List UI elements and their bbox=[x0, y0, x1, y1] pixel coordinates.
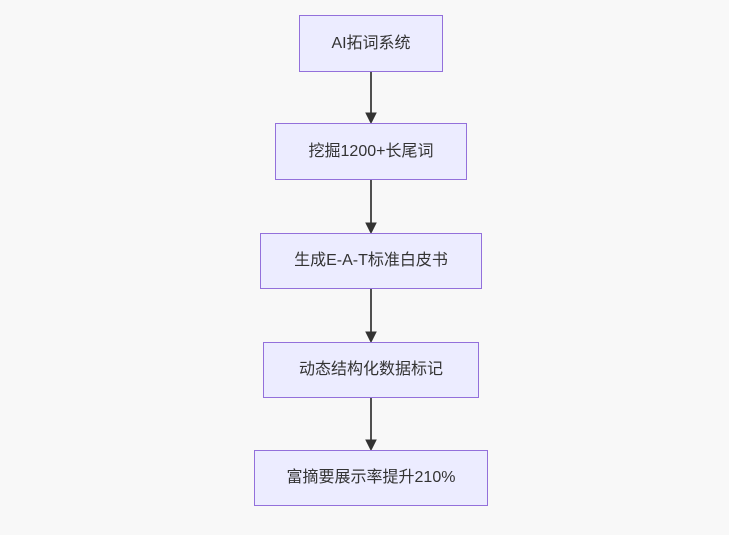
arrow-head bbox=[365, 112, 377, 125]
node-label: 生成E-A-T标准白皮书 bbox=[294, 252, 448, 270]
flow-node-structured-data-markup: 动态结构化数据标记 bbox=[263, 342, 479, 398]
flow-node-eat-whitepaper: 生成E-A-T标准白皮书 bbox=[260, 233, 482, 289]
flow-node-ai-keyword-system: AI拓词系统 bbox=[299, 15, 443, 72]
arrow-head bbox=[365, 331, 377, 344]
node-label: 富摘要展示率提升210% bbox=[286, 469, 456, 487]
edge-connector bbox=[365, 72, 377, 125]
flow-node-rich-snippet-rate: 富摘要展示率提升210% bbox=[254, 450, 488, 506]
node-label: AI拓词系统 bbox=[331, 34, 411, 52]
flow-node-longtail-mining: 挖掘1200+长尾词 bbox=[275, 123, 467, 180]
node-label: 动态结构化数据标记 bbox=[298, 361, 443, 379]
arrow-head bbox=[365, 222, 377, 235]
edge-connector bbox=[365, 289, 377, 344]
node-label: 挖掘1200+长尾词 bbox=[308, 142, 434, 160]
arrow-head bbox=[365, 439, 377, 452]
edge-connector bbox=[365, 180, 377, 235]
edge-connector bbox=[365, 398, 377, 452]
